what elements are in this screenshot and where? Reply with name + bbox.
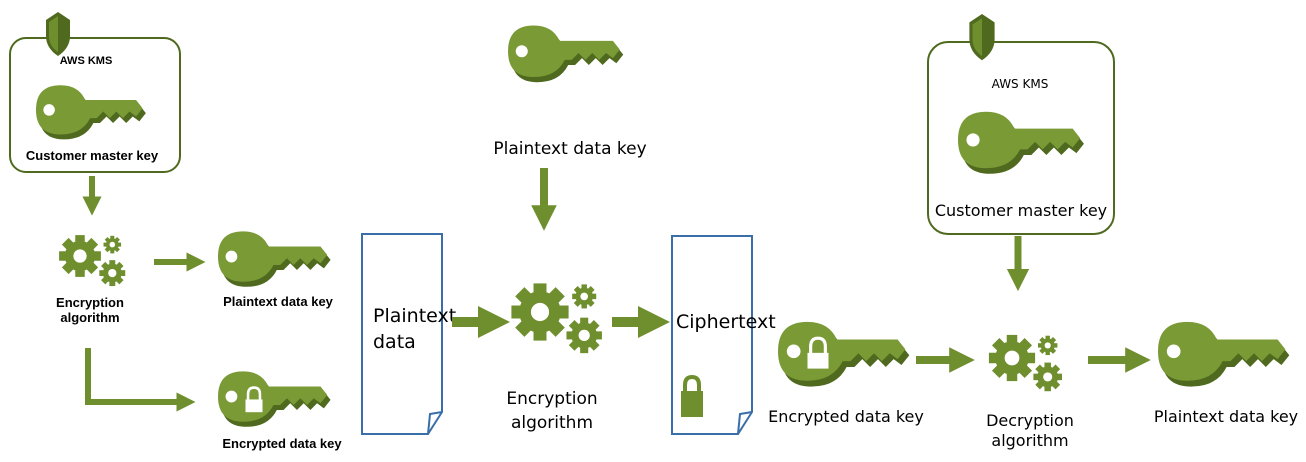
result-key-label: Plaintext data key xyxy=(1154,407,1298,426)
right-kms-title: AWS KMS xyxy=(992,77,1049,91)
left-algorithm-label-line2: algorithm xyxy=(60,310,119,325)
top-key-label: Plaintext data key xyxy=(493,139,646,159)
middle-algorithm-label-line2: algorithm xyxy=(511,413,593,433)
left-kms-box: AWS KMS Customer master key xyxy=(9,12,181,173)
left-plaintext-key-label: Plaintext data key xyxy=(223,294,334,309)
left-encryption-algorithm: Encryption algorithm xyxy=(56,235,125,325)
left-encrypted-data-key: Encrypted data key xyxy=(218,371,342,451)
middle-encryption-algorithm: Encryption algorithm xyxy=(506,283,602,433)
key-icon xyxy=(508,25,624,83)
top-plaintext-data-key: Plaintext data key xyxy=(493,25,647,159)
document-icon xyxy=(671,235,753,435)
right-kms-key-label: Customer master key xyxy=(935,201,1107,220)
left-algorithm-label-line1: Encryption xyxy=(56,295,124,310)
plaintext-doc-line2: data xyxy=(373,331,416,353)
plaintext-data-document: Plaintext data xyxy=(361,233,456,435)
gears-icon xyxy=(989,335,1062,391)
ciphertext-document: Ciphertext xyxy=(671,235,776,435)
left-kms-key-label: Customer master key xyxy=(26,148,159,163)
middle-algorithm-label-line1: Encryption xyxy=(506,389,597,409)
left-encrypted-key-label: Encrypted data key xyxy=(222,436,342,451)
decryption-algorithm: Decryption algorithm xyxy=(986,335,1074,450)
key-icon xyxy=(1158,321,1290,387)
left-plaintext-data-key: Plaintext data key xyxy=(218,231,334,309)
lock-icon xyxy=(681,374,703,417)
decryption-label-line2: algorithm xyxy=(991,431,1068,450)
gears-icon xyxy=(59,235,125,286)
key-icon xyxy=(218,231,331,287)
arrow-icon xyxy=(85,348,196,412)
document-icon xyxy=(361,233,443,435)
decryption-label-line1: Decryption xyxy=(986,411,1074,430)
right-encrypted-data-key: Encrypted data key xyxy=(768,321,924,426)
left-kms-title: AWS KMS xyxy=(60,55,113,67)
key-icon xyxy=(778,321,910,387)
result-plaintext-data-key: Plaintext data key xyxy=(1154,321,1298,426)
plaintext-doc-line1: Plaintext xyxy=(373,305,456,327)
key-icon xyxy=(218,371,331,427)
ciphertext-label: Ciphertext xyxy=(676,311,776,333)
right-kms-box: AWS KMS Customer master key xyxy=(927,14,1115,235)
gears-icon xyxy=(511,283,602,353)
right-encrypted-key-label: Encrypted data key xyxy=(768,407,924,426)
